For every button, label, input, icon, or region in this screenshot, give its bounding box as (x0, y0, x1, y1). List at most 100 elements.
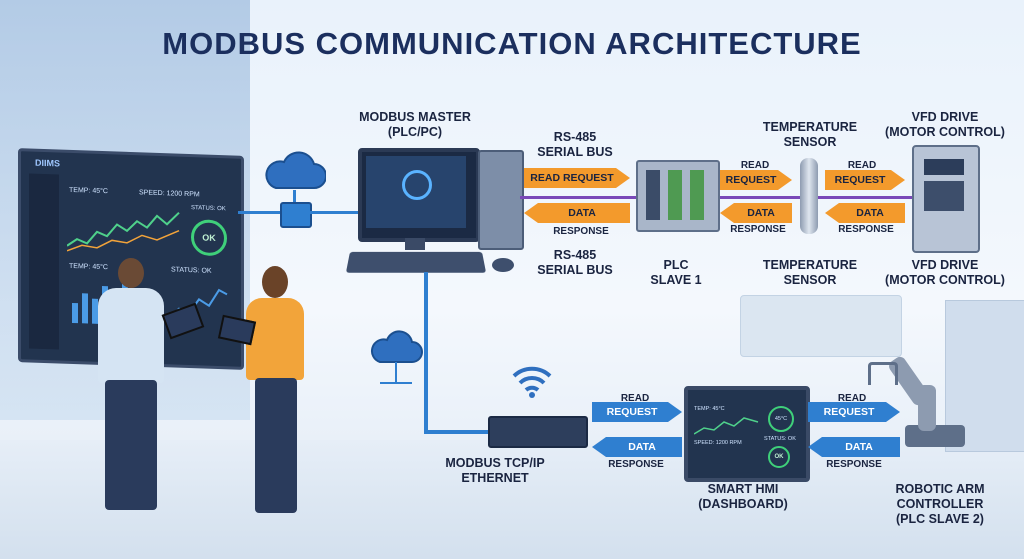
person-man-body (98, 288, 164, 383)
robot-line1: ROBOTIC ARM (895, 482, 985, 496)
request-arrow-4: REQUEST (592, 402, 682, 422)
vfd-keypad (924, 181, 964, 211)
rs485-top-label: RS-485 SERIAL BUS (530, 130, 620, 160)
hmi-label: SMART HMI (DASHBOARD) (680, 482, 806, 512)
person-man-legs (105, 380, 157, 510)
cloud-lower-link (395, 362, 397, 382)
hmi-temp-label: TEMP: 45°C (694, 406, 725, 412)
rs485-bottom-line1: RS-485 (553, 248, 597, 262)
temp-top-line2: SENSOR (783, 135, 837, 149)
data-arrow-3: DATA (825, 203, 905, 223)
person-woman-head (262, 266, 288, 298)
smart-hmi: TEMP: 45°C 45°C SPEED: 1200 RPM STATUS: … (684, 386, 810, 482)
master-tower (478, 150, 524, 250)
vfd-bottom-line1: VFD DRIVE (911, 258, 979, 272)
ethernet-label: MODBUS TCP/IP ETHERNET (430, 456, 560, 486)
dashboard-status-label-2: STATUS: OK (171, 266, 212, 275)
dashboard-brand: DIIMS (35, 157, 61, 169)
dashboard-chart-1 (67, 211, 180, 252)
hmi-chart (694, 417, 759, 435)
plc-module-3 (690, 170, 704, 220)
vfd-bottom-line2: (MOTOR CONTROL) (885, 273, 1005, 287)
cloud-icon-lower (370, 330, 423, 363)
master-label: MODBUS MASTER (PLC/PC) (350, 110, 480, 140)
plc1-line1: PLC (663, 258, 689, 272)
ethernet-horizontal-wire (424, 430, 494, 434)
dashboard-temp-label-2: TEMP: 45°C (69, 262, 108, 272)
vfd-display (924, 159, 964, 175)
hmi-line2: (DASHBOARD) (698, 497, 788, 511)
dashboard-speed-label: SPEED: 1200 RPM (139, 189, 200, 199)
ethernet-switch (488, 416, 588, 448)
hmi-ok-gauge: OK (768, 446, 790, 468)
rs485-top-line2: SERIAL BUS (537, 145, 613, 159)
rs485-bottom-line2: SERIAL BUS (537, 263, 613, 277)
network-switch-icon (280, 202, 312, 228)
data-arrow-5: DATA (808, 437, 900, 457)
ethernet-vertical-wire (424, 272, 428, 434)
person-man-head (118, 258, 144, 288)
background-floor (0, 440, 1024, 559)
data-arrow-4: DATA (592, 437, 682, 457)
request-arrow-5: REQUEST (808, 402, 900, 422)
temp-bottom-label: TEMPERATURE SENSOR (755, 258, 865, 288)
robot-line2: CONTROLLER (896, 497, 984, 511)
rs485-top-line1: RS-485 (553, 130, 597, 144)
request-arrow-3: REQUEST (825, 170, 905, 190)
master-label-line2: (PLC/PC) (387, 125, 443, 139)
robot-label: ROBOTIC ARM CONTROLLER (PLC SLAVE 2) (870, 482, 1010, 527)
read-label-2: READ (740, 160, 770, 171)
link-dashboard-to-switch (238, 211, 280, 214)
rs485-bottom-label: RS-485 SERIAL BUS (530, 248, 620, 278)
master-monitor (358, 148, 480, 242)
cloud-lower-bar (380, 382, 412, 384)
vfd-drive (912, 145, 980, 253)
temperature-sensor (800, 158, 818, 234)
person-woman-body (246, 298, 304, 380)
master-keyboard (345, 251, 487, 273)
temp-top-label: TEMPERATURE SENSOR (755, 120, 865, 150)
robot-line3: (PLC SLAVE 2) (896, 512, 984, 526)
dashboard-temp-label: TEMP: 45°C (69, 186, 108, 196)
master-label-line1: MODBUS MASTER (359, 110, 471, 124)
master-mouse (492, 258, 514, 272)
hmi-line1: SMART HMI (707, 482, 779, 496)
read-label-3: READ (847, 160, 877, 171)
request-arrow-2: REQUEST (720, 170, 792, 190)
dashboard-ok-gauge: OK (191, 219, 227, 257)
robot-base (905, 425, 965, 447)
response-label-5: RESPONSE (826, 459, 882, 470)
person-woman-legs (255, 378, 297, 513)
monitor-gauge-icon (402, 170, 432, 200)
response-label-2: RESPONSE (730, 224, 786, 235)
hmi-status-label: STATUS: OK (764, 436, 796, 442)
plc-module-1 (646, 170, 660, 220)
cloud-icon (265, 151, 326, 189)
ethernet-line2: ETHERNET (461, 471, 529, 485)
wifi-icon (512, 366, 552, 398)
read-request-arrow-1: READ REQUEST (524, 168, 630, 188)
temp-top-line1: TEMPERATURE (762, 120, 858, 134)
temp-bottom-line2: SENSOR (783, 273, 837, 287)
dashboard-sidebar (29, 173, 59, 350)
dashboard-status-label: STATUS: OK (191, 205, 226, 213)
ethernet-line1: MODBUS TCP/IP (445, 456, 545, 470)
robot-gripper (868, 362, 898, 385)
plc1-label: PLC SLAVE 1 (640, 258, 712, 288)
read-label-5: READ (837, 393, 867, 404)
master-monitor-stand (405, 238, 425, 250)
response-label-1: RESPONSE (553, 226, 609, 237)
plc1-line2: SLAVE 1 (650, 273, 702, 287)
background-machine (740, 295, 902, 357)
page-title: MODBUS COMMUNICATION ARCHITECTURE (162, 26, 862, 61)
vfd-top-line2: (MOTOR CONTROL) (885, 125, 1005, 139)
plc-module-2 (668, 170, 682, 220)
data-arrow-1: DATA (524, 203, 630, 223)
vfd-top-label: VFD DRIVE (MOTOR CONTROL) (870, 110, 1020, 140)
hmi-speed-label: SPEED: 1200 RPM (694, 440, 742, 446)
response-label-3: RESPONSE (838, 224, 894, 235)
temp-bottom-line1: TEMPERATURE (762, 258, 858, 272)
vfd-top-line1: VFD DRIVE (911, 110, 979, 124)
vfd-bottom-label: VFD DRIVE (MOTOR CONTROL) (870, 258, 1020, 288)
cloud-link (293, 190, 296, 204)
